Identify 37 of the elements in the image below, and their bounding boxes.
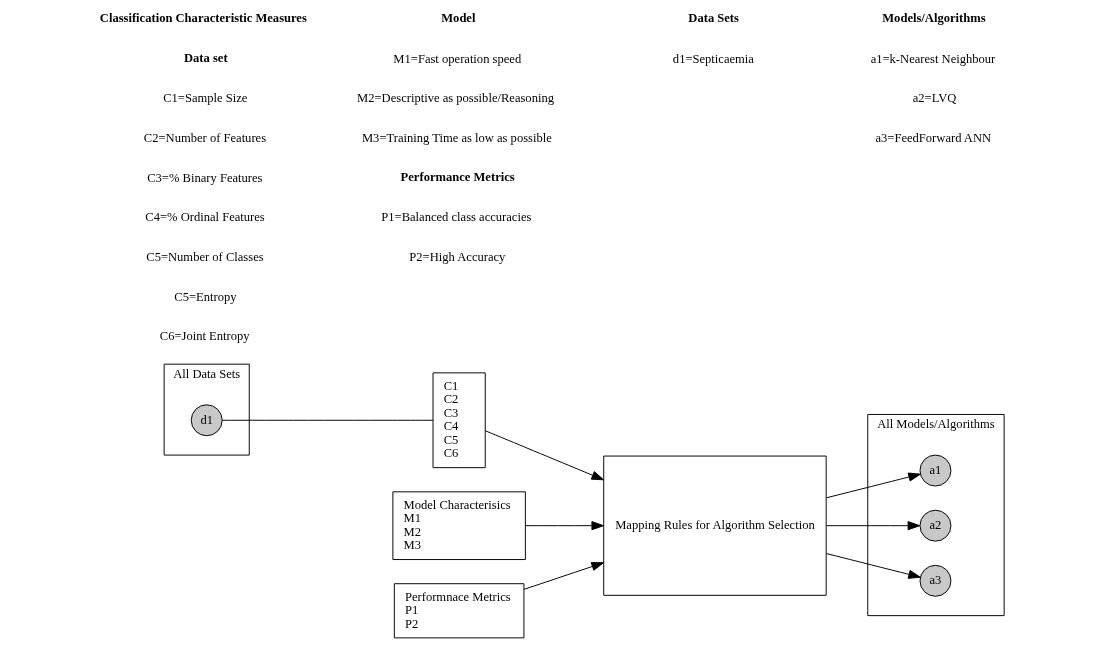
arrow bbox=[826, 521, 921, 531]
node-box: Model Characterisics M1 M2 M3 bbox=[392, 491, 526, 561]
arrow bbox=[523, 562, 604, 590]
label: Model bbox=[441, 11, 476, 26]
arrow bbox=[525, 521, 604, 531]
node-box: Performnace Metrics P1 P2 bbox=[393, 583, 525, 639]
label: C3=% Binary Features bbox=[147, 170, 263, 185]
arrow bbox=[826, 553, 921, 579]
label: C4=% Ordinal Features bbox=[145, 210, 265, 225]
label: Models/Algorithms bbox=[882, 11, 986, 26]
arrow bbox=[484, 430, 605, 481]
label: P2=High Accuracy bbox=[409, 250, 506, 265]
label: C5=Number of Classes bbox=[146, 250, 264, 265]
node-circle: a1 bbox=[919, 454, 952, 487]
arrow bbox=[826, 472, 921, 499]
label: Data set bbox=[183, 50, 228, 65]
connector bbox=[221, 419, 434, 421]
label: M3=Training Time as low as possible bbox=[361, 131, 552, 146]
label: M2=Descriptive as possible/Reasoning bbox=[357, 91, 554, 106]
label: Classification Characteristic Measures bbox=[99, 11, 307, 26]
label: C1=Sample Size bbox=[163, 91, 248, 106]
label: Performance Metrics bbox=[400, 169, 515, 184]
label: M1=Fast operation speed bbox=[393, 51, 522, 66]
label: d1=Septicaemia bbox=[672, 51, 754, 66]
label: a2=LVQ bbox=[912, 91, 957, 106]
label: Data Sets bbox=[688, 11, 739, 26]
label: a1=k-Nearest Neighbour bbox=[870, 51, 996, 66]
label: C2=Number of Features bbox=[143, 131, 267, 146]
node-circle: a3 bbox=[919, 564, 952, 597]
label: C5=Entropy bbox=[174, 289, 237, 304]
label: P1=Balanced class accuracies bbox=[381, 210, 532, 225]
node-box: Mapping Rules for Algorithm Selection bbox=[603, 455, 827, 596]
label: a3=FeedForward ANN bbox=[875, 131, 992, 146]
node-box: C1 C2 C3 C4 C5 C6 bbox=[432, 372, 486, 469]
label: C6=Joint Entropy bbox=[159, 329, 250, 344]
node-circle: d1 bbox=[190, 404, 223, 437]
node-circle: a2 bbox=[919, 509, 952, 542]
